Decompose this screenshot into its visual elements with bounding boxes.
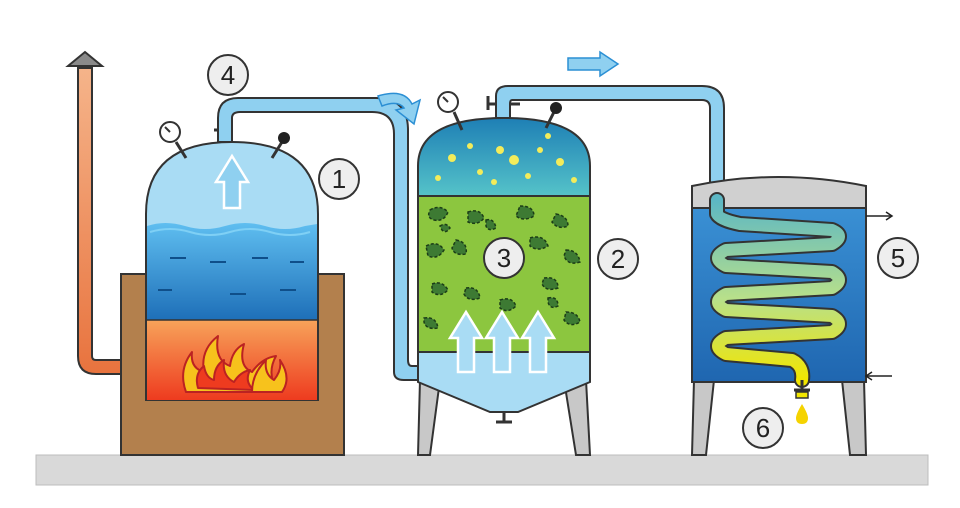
label-boiler: 1 (318, 158, 360, 200)
pressure-gauge-icon (159, 121, 188, 159)
still (416, 91, 592, 456)
safety-valve-icon (270, 132, 290, 159)
flue-cap-icon (65, 50, 105, 67)
leaf-icon (423, 205, 581, 330)
label-outlet: 6 (742, 407, 784, 449)
vapor-bubbles (435, 133, 577, 185)
flame-icon (182, 335, 288, 393)
label-boiler-text: 1 (332, 164, 346, 194)
safety-valve-icon (544, 102, 562, 129)
label-condenser: 5 (877, 237, 919, 279)
arrow-icon (377, 92, 422, 126)
flue-pipe (65, 50, 125, 375)
condenser (690, 176, 894, 456)
droplet-icon (796, 404, 808, 424)
condenser-lid (691, 176, 867, 211)
label-steam-text: 4 (221, 60, 235, 90)
pressure-gauge-icon (437, 91, 464, 131)
ground (35, 454, 929, 486)
outlet-valve-icon (794, 380, 810, 399)
boiler-water (147, 223, 317, 320)
label-still: 2 (597, 238, 639, 280)
boiler (120, 121, 345, 456)
label-steam: 4 (207, 54, 249, 96)
still-dome (417, 116, 591, 197)
label-condenser-text: 5 (891, 243, 905, 273)
arrow-icon (864, 211, 894, 381)
label-still-text: 2 (611, 244, 625, 274)
label-plant-material-text: 3 (497, 243, 511, 273)
arrow-icon (213, 153, 251, 210)
arrow-icon (447, 309, 557, 374)
label-outlet-text: 6 (756, 413, 770, 443)
arrow-icon (567, 50, 620, 78)
label-plant-material: 3 (483, 237, 525, 279)
